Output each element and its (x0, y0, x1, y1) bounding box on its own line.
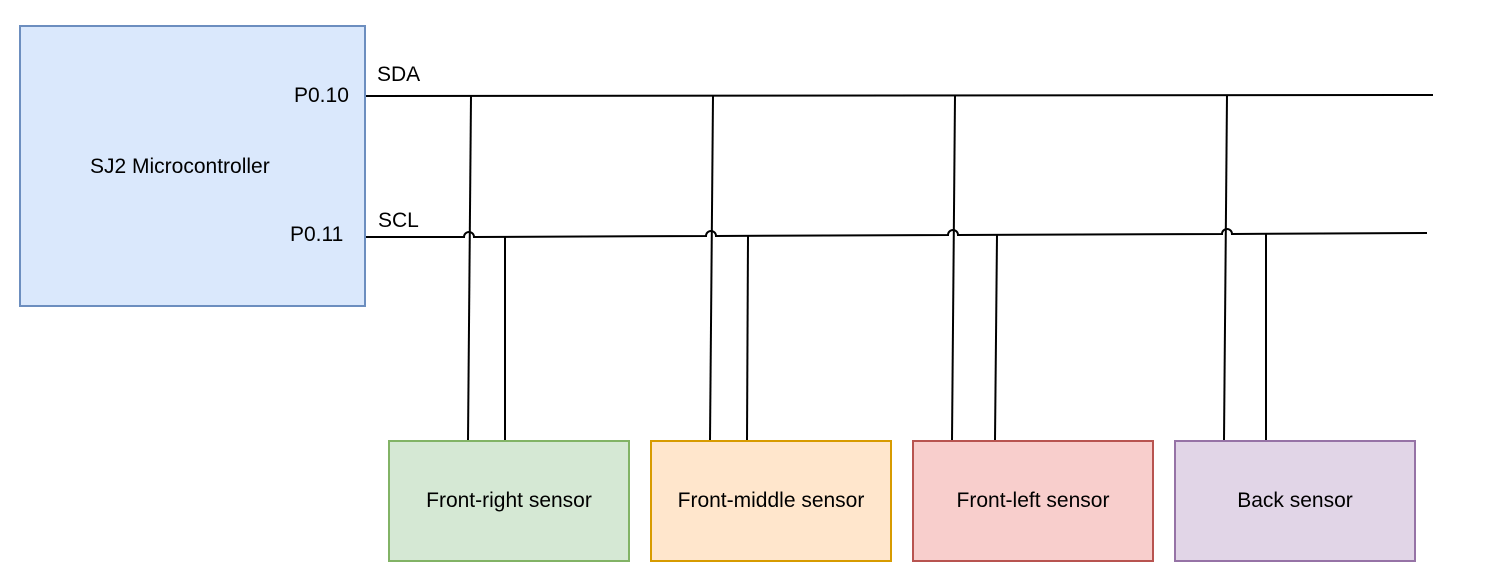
sda-bus-label: SDA (377, 63, 421, 86)
sensor-front-left[interactable]: Front-left sensor (912, 440, 1154, 562)
sensor-label: Front-right sensor (426, 489, 592, 512)
pin-scl-label: P0.11 (290, 223, 344, 246)
back-sda-wire (1223, 94, 1228, 441)
microcontroller-block[interactable]: SJ2 Microcontroller (19, 25, 366, 307)
front-middle-scl-wire (746, 235, 749, 441)
front-middle-sda-wire (709, 95, 714, 441)
sensor-label: Front-middle sensor (677, 489, 865, 512)
sensor-label: Back sensor (1237, 489, 1353, 512)
sensor-front-middle[interactable]: Front-middle sensor (650, 440, 892, 562)
sensor-front-right[interactable]: Front-right sensor (388, 440, 630, 562)
front-left-scl-wire (994, 234, 998, 441)
front-right-sda-wire (467, 95, 472, 441)
sensor-back[interactable]: Back sensor (1174, 440, 1416, 562)
sda-bus-line (365, 94, 1434, 97)
scl-bus-label: SCL (378, 209, 419, 232)
scl-bus-line (366, 228, 1428, 239)
front-left-sda-wire (951, 95, 956, 441)
sensor-label: Front-left sensor (956, 489, 1110, 512)
microcontroller-label: SJ2 Microcontroller (90, 155, 270, 178)
pin-sda-label: P0.10 (294, 84, 349, 107)
